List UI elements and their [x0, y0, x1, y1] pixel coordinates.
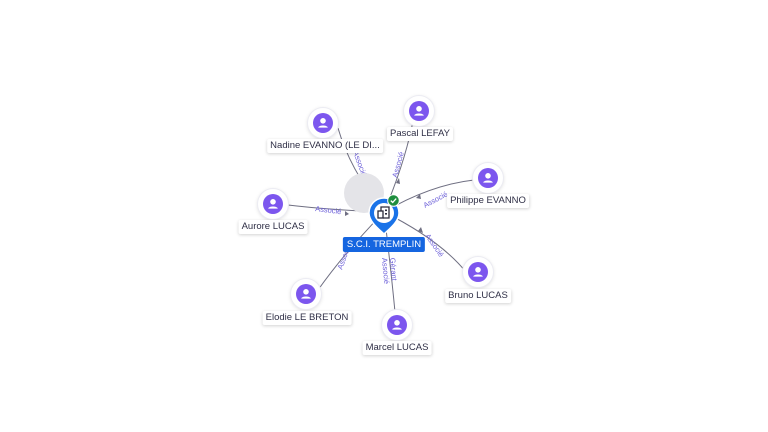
person-node-bruno[interactable] [463, 257, 493, 287]
check-icon [387, 194, 400, 207]
person-node-nadine[interactable] [308, 108, 338, 138]
edge-label-bruno: Associé [423, 232, 445, 259]
person-label-marcel[interactable]: Marcel LUCAS [362, 341, 432, 355]
company-label[interactable]: S.C.I. TREMPLIN [342, 237, 426, 252]
person-label-bruno[interactable]: Bruno LUCAS [445, 289, 511, 303]
person-label-philippe[interactable]: Philippe EVANNO [447, 194, 529, 208]
person-label-nadine[interactable]: Nadine EVANNO (LE DI... [267, 139, 383, 153]
user-icon [268, 199, 278, 209]
edge-label-marcel-gerant: Gérant [388, 257, 399, 282]
person-node-philippe[interactable] [473, 163, 503, 193]
arrow-pascal [396, 178, 400, 184]
user-icon [414, 106, 424, 116]
arrow-aurore [345, 211, 349, 216]
person-node-aurore[interactable] [258, 189, 288, 219]
user-icon [473, 267, 483, 277]
user-icon [392, 320, 402, 330]
person-label-aurore[interactable]: Aurore LUCAS [238, 220, 308, 234]
arrow-bruno [418, 227, 423, 233]
person-node-marcel[interactable] [382, 310, 412, 340]
person-label-elodie[interactable]: Elodie LE BRETON [262, 311, 352, 325]
user-icon [483, 173, 493, 183]
company-node[interactable] [367, 194, 401, 241]
person-node-pascal[interactable] [404, 96, 434, 126]
arrow-philippe [416, 194, 421, 199]
map-pin-icon [368, 197, 400, 236]
user-icon [301, 289, 311, 299]
edge-label-philippe: Associé [422, 189, 449, 209]
person-label-pascal[interactable]: Pascal LEFAY [386, 127, 454, 141]
building-icon [377, 206, 390, 219]
user-icon [318, 118, 328, 128]
edge-label-marcel-associe: Associé [380, 257, 391, 284]
edge-label-pascal: Associé [390, 151, 405, 179]
edge-label-aurore: Associé [315, 204, 342, 216]
person-node-elodie[interactable] [291, 279, 321, 309]
